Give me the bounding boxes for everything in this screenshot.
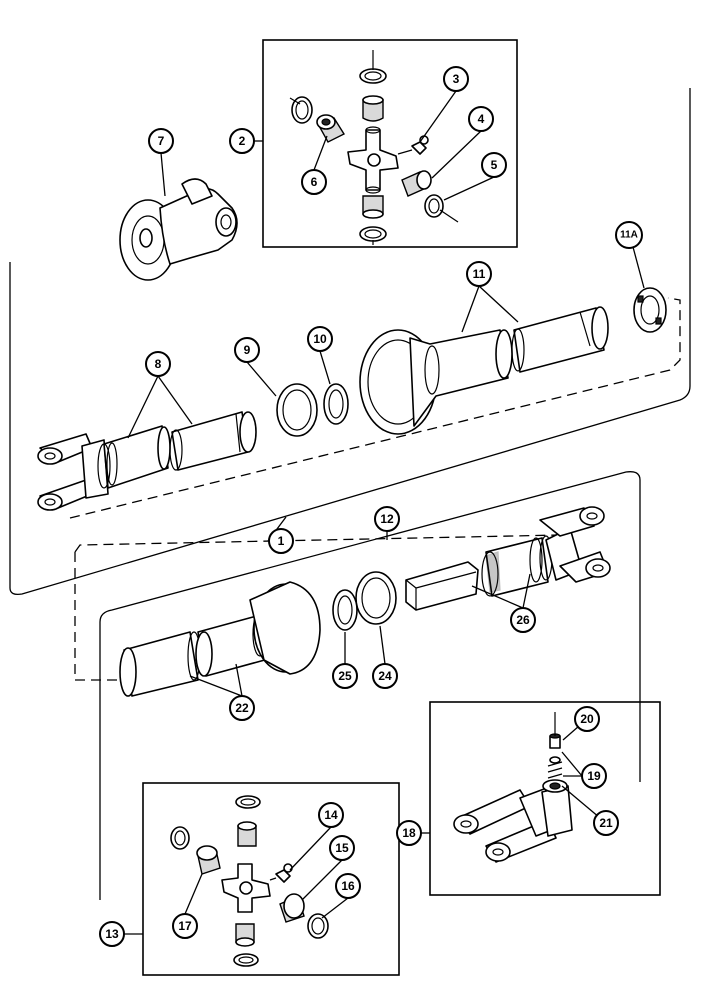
callout-14: 14 xyxy=(318,802,344,828)
svg-text:12: 12 xyxy=(380,512,394,526)
grease-fitting-top xyxy=(411,141,427,155)
inner-tube-shield xyxy=(119,581,321,697)
callout-5: 5 xyxy=(481,152,507,178)
svg-text:13: 13 xyxy=(105,927,119,941)
snap-ring-top-vertical xyxy=(359,68,387,84)
snap-ring-right xyxy=(424,194,444,218)
callout-16: 16 xyxy=(335,873,361,899)
svg-text:4: 4 xyxy=(478,112,485,126)
svg-text:17: 17 xyxy=(178,919,192,933)
callout-2: 2 xyxy=(229,128,255,154)
callout-13: 13 xyxy=(99,921,125,947)
callout-9: 9 xyxy=(234,337,260,363)
svg-text:20: 20 xyxy=(580,712,594,726)
yoke-kit-box xyxy=(429,701,661,896)
callout-7: 7 xyxy=(148,128,174,154)
svg-text:10: 10 xyxy=(313,332,327,346)
callout-11a: 11A xyxy=(615,221,643,249)
universal-joint-bottom xyxy=(170,795,329,967)
svg-text:9: 9 xyxy=(244,343,251,357)
bearing-cup-top xyxy=(362,99,384,122)
svg-text:19: 19 xyxy=(587,769,601,783)
svg-text:11A: 11A xyxy=(620,230,638,241)
slip-yoke-with-fitting xyxy=(453,712,573,863)
svg-text:16: 16 xyxy=(341,879,355,893)
outer-tube-shield xyxy=(359,306,609,435)
svg-text:24: 24 xyxy=(378,669,392,683)
callout-20: 20 xyxy=(574,706,600,732)
shaft-assembly-bracket-lower xyxy=(99,471,641,900)
callout-24: 24 xyxy=(372,663,398,689)
svg-text:18: 18 xyxy=(402,826,416,840)
svg-text:26: 26 xyxy=(516,613,530,627)
square-shaft-26 xyxy=(405,561,479,611)
callout-25: 25 xyxy=(332,663,358,689)
shaft-assembly-dashed-outline-upper xyxy=(69,297,681,519)
svg-text:7: 7 xyxy=(158,134,165,148)
callout-21: 21 xyxy=(593,810,619,836)
snap-ring-25 xyxy=(332,589,358,631)
universal-joint-top xyxy=(289,50,459,245)
shaft-assembly-dashed-outline-lower xyxy=(74,534,561,681)
svg-text:15: 15 xyxy=(335,841,349,855)
svg-text:14: 14 xyxy=(324,808,338,822)
callout-19: 19 xyxy=(581,763,607,789)
svg-text:6: 6 xyxy=(311,175,318,189)
callout-26: 26 xyxy=(510,607,536,633)
universal-joint-kit-box-bottom xyxy=(142,782,400,976)
svg-text:25: 25 xyxy=(338,669,352,683)
svg-text:5: 5 xyxy=(491,158,498,172)
callout-8: 8 xyxy=(145,351,171,377)
callout-12: 12 xyxy=(374,506,400,532)
snap-ring-bottom-vertical xyxy=(359,226,387,242)
snap-ring-10 xyxy=(323,383,349,425)
front-yoke-shaft xyxy=(37,411,257,511)
callout-15: 15 xyxy=(329,835,355,861)
svg-text:8: 8 xyxy=(155,357,162,371)
callout-3: 3 xyxy=(443,66,469,92)
callout-18: 18 xyxy=(396,820,422,846)
flange-yoke xyxy=(119,178,238,281)
clip-11a xyxy=(633,287,667,333)
callout-6: 6 xyxy=(301,169,327,195)
shaft-assembly-bracket-upper xyxy=(9,88,691,596)
svg-text:1: 1 xyxy=(278,534,285,548)
svg-text:21: 21 xyxy=(599,816,613,830)
rear-yoke-shaft xyxy=(481,506,611,597)
callout-4: 4 xyxy=(468,106,494,132)
svg-text:3: 3 xyxy=(453,72,460,86)
universal-joint-kit-box-top xyxy=(262,39,518,248)
callout-17: 17 xyxy=(172,913,198,939)
svg-text:2: 2 xyxy=(239,134,246,148)
callout-11: 11 xyxy=(466,261,492,287)
callout-1: 1 xyxy=(268,528,294,554)
svg-text:11: 11 xyxy=(473,267,486,281)
snap-ring-top-left xyxy=(291,96,313,124)
callout-22: 22 xyxy=(229,695,255,721)
svg-text:22: 22 xyxy=(235,701,249,715)
callout-10: 10 xyxy=(307,326,333,352)
